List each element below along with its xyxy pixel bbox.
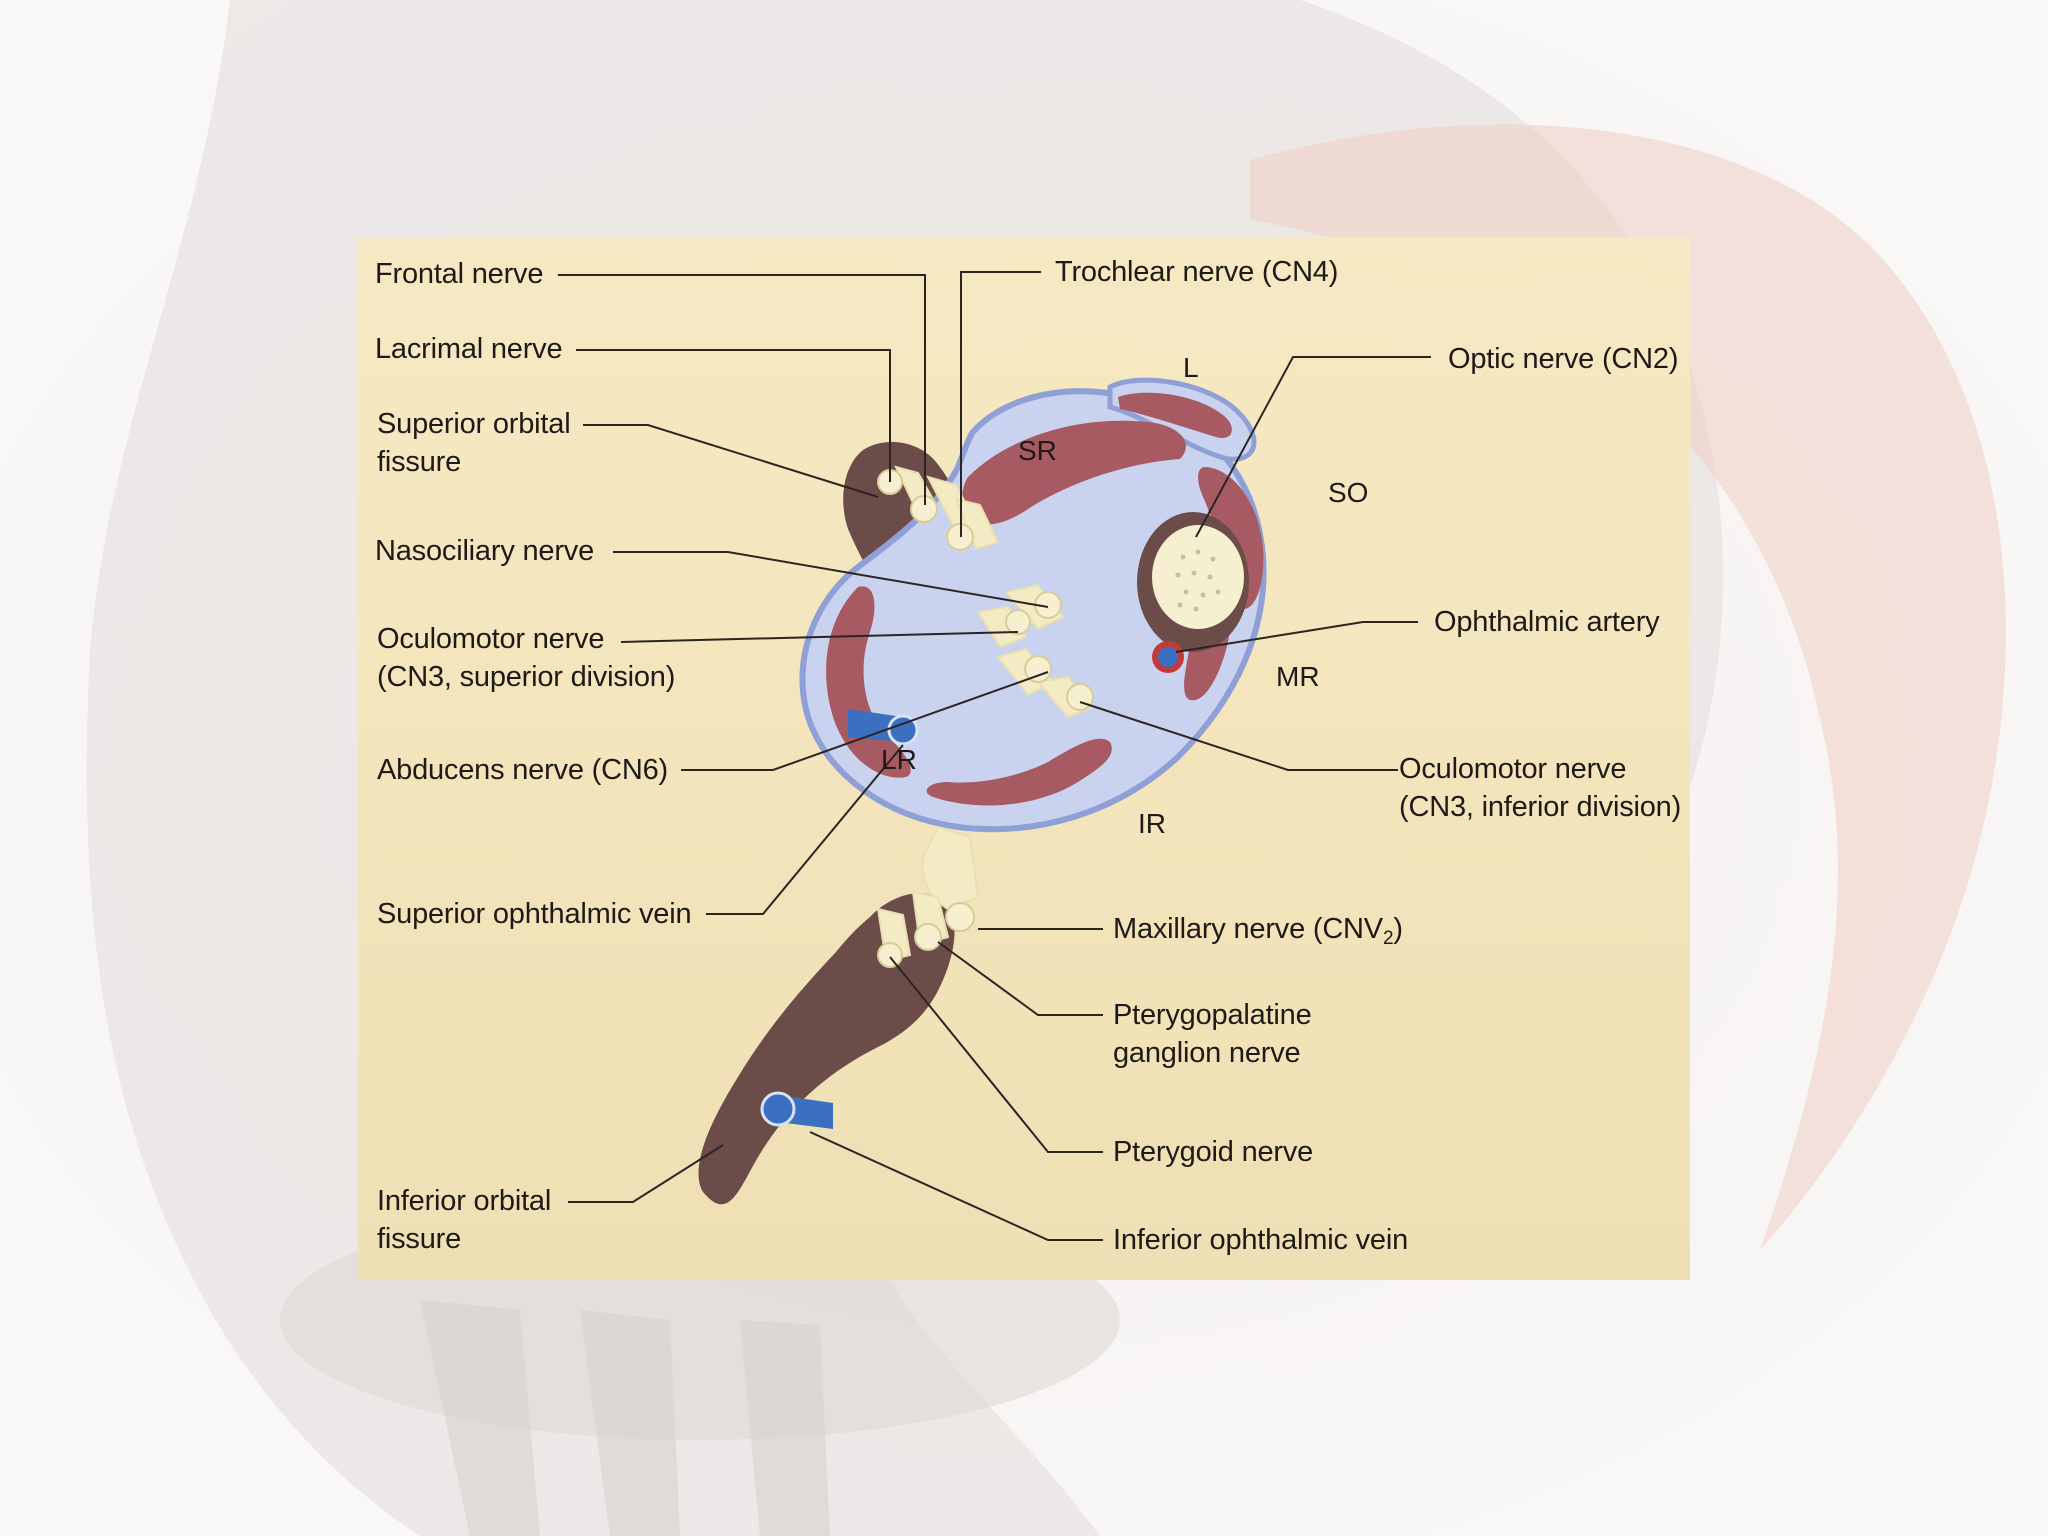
superior-orbital-fissure-leader [583,424,879,498]
abbr-medial-rectus: MR [1276,661,1320,692]
label-maxillary-nerve-suffix: ) [1393,913,1403,945]
label-superior-orbital-fissure: Superior orbital fissure [377,405,571,481]
optic-nerve-fibres [1175,549,1221,612]
label-abducens-nerve: Abducens nerve (CN6) [377,754,668,786]
temporal-muscle-shape [1250,124,2006,1250]
label-ophthalmic-artery: Ophthalmic artery [1434,606,1660,638]
label-pterygoid-nerve: Pterygoid nerve [1113,1136,1314,1168]
pterygopalatine-nerve-leader [937,941,1103,1016]
oculomotor-inferior-leader [1079,701,1398,771]
abbr-superior-oblique: SO [1328,477,1369,508]
label-pterygopalatine-line1: Pterygopalatine [1113,999,1312,1031]
label-inferior-ophthalmic-vein: Inferior ophthalmic vein [1113,1224,1409,1256]
label-nasociliary-nerve: Nasociliary nerve [375,535,595,567]
orbital-apex-illustration [558,271,1431,1241]
label-oculomotor-inferior-line2: (CN3, inferior division) [1399,791,1682,823]
ophthalmic-artery-lumen [1158,647,1178,667]
abbr-superior-rectus: SR [1018,435,1057,466]
label-inferior-orbital-fissure: Inferior orbital fissure [377,1182,551,1258]
nasociliary-nerve-leader [613,551,1049,608]
nerve-cut-ends [877,469,1094,968]
pterygoid-nerve-leader [889,956,1103,1153]
superior-ophthalmic-vein-end [887,714,919,746]
label-oculomotor-superior-line1: Oculomotor nerve [377,623,605,655]
abbr-inferior-rectus: IR [1138,808,1166,839]
label-superior-orbital-fissure-line2: fissure [377,446,462,478]
label-superior-ophthalmic-vein: Superior ophthalmic vein [377,898,692,930]
orbital-apex-diagram: Frontal nerve Trochlear nerve (CN4) Lacr… [358,237,1690,1280]
frontal-nerve-leader [558,274,926,505]
trochlear-nerve-leader [960,271,1041,537]
inferior-orbital-fissure-shape [698,893,955,1205]
optic-nerve-core [1152,525,1244,629]
optic-nerve-leader [1195,356,1431,538]
leader-lines [558,271,1431,1241]
superior-rectus-muscle-shape [962,420,1186,525]
levator-muscle-shape [1118,392,1232,438]
label-inferior-orbital-fissure-line2: fissure [377,1223,462,1255]
lateral-rectus-muscle-shape [826,586,911,778]
abbr-lateral-rectus: LR [881,744,917,775]
ophthalmic-artery-leader [1175,621,1418,653]
label-maxillary-nerve-text: Maxillary nerve (CNV [1113,913,1383,945]
superior-ophthalmic-vein-leader [706,744,904,915]
label-oculomotor-superior-line2: (CN3, superior division) [377,661,676,693]
inferior-ophthalmic-vein-leader [809,1131,1103,1241]
abbr-levator: L [1183,352,1199,383]
label-maxillary-nerve-subscript: 2 [1382,928,1394,949]
inferior-rectus-muscle-shape [926,738,1112,806]
label-frontal-nerve: Frontal nerve [375,258,544,290]
label-trochlear-nerve: Trochlear nerve (CN4) [1055,256,1339,288]
label-inferior-orbital-fissure-line1: Inferior orbital [377,1185,552,1217]
label-superior-orbital-fissure-line1: Superior orbital [377,408,571,440]
label-optic-nerve: Optic nerve (CN2) [1448,343,1679,375]
label-pterygopalatine-line2: ganglion nerve [1113,1037,1301,1069]
label-oculomotor-inferior: Oculomotor nerve (CN3, inferior division… [1399,750,1681,826]
label-pterygopalatine-ganglion-nerve: Pterygopalatine ganglion nerve [1113,996,1312,1072]
oculomotor-superior-leader [620,631,1019,643]
inferior-orbital-fissure-leader [568,1144,724,1203]
label-oculomotor-superior: Oculomotor nerve (CN3, superior division… [377,620,675,696]
label-oculomotor-inferior-line1: Oculomotor nerve [1399,753,1627,785]
jaw-teeth-shape [420,1300,830,1536]
lacrimal-nerve-leader [576,349,891,482]
label-lacrimal-nerve: Lacrimal nerve [375,333,563,365]
abducens-nerve-leader [681,671,1049,771]
inferior-ophthalmic-vein-end [760,1091,796,1127]
label-maxillary-nerve: Maxillary nerve (CNV2) [1113,910,1403,958]
